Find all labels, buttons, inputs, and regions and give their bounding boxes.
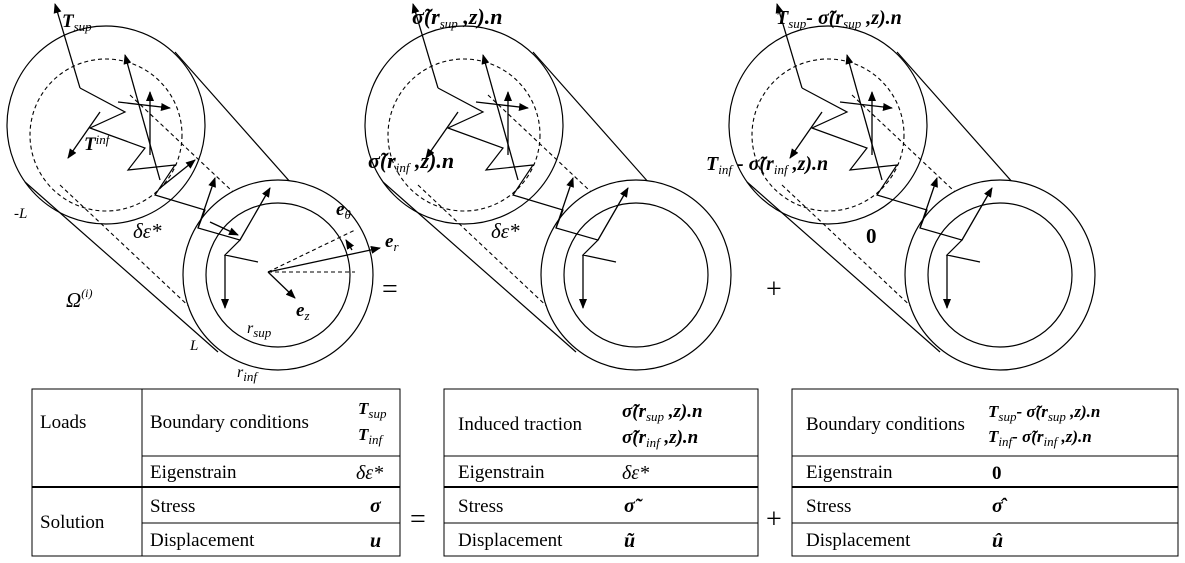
t-inf-label: Tinf [84,132,112,155]
svg-text:σ: σ [370,495,382,517]
svg-text:u: u [370,530,381,552]
back-outer-circle [6,25,206,225]
e-theta-arrow [345,239,355,251]
e-z-label: ez [296,300,310,323]
svg-text:δε*: δε* [622,462,649,484]
svg-text:σ̂: σ̂ [992,495,1008,517]
zero-label: 0 [866,224,877,248]
l-label: L [189,338,198,354]
loads-label: Loads [40,412,86,433]
front-outer-circle [182,179,374,371]
table-left: Loads Boundary conditions Tsup Tinf Eige… [31,388,401,557]
svg-text:Eigenstrain: Eigenstrain [806,462,893,483]
svg-text:Stress: Stress [806,496,851,517]
table-equals: = [410,504,426,535]
figure-equals: = [382,274,398,305]
back-inner-circle [29,58,183,212]
svg-text:σ̃(rsup ,z).n: σ̃(rsup ,z).n [622,401,703,424]
svg-text:0: 0 [992,463,1002,484]
diff-inf-label: Tinf - σ̃(rinf ,z).n [706,153,828,177]
svg-text:δε*: δε* [356,462,383,484]
r-sup-label: rsup [247,320,272,340]
svg-text:Solution: Solution [40,512,105,533]
svg-text:Eigenstrain: Eigenstrain [458,462,545,483]
front-inner-circle [205,202,351,348]
r-inf-label: rinf [237,364,259,384]
svg-text:Eigenstrain: Eigenstrain [150,462,237,483]
svg-text:σ̃(rinf ,z).n: σ̃(rinf ,z).n [622,427,698,450]
svg-text:Tinf- σ̃(rinf ,z).n: Tinf- σ̃(rinf ,z).n [988,427,1092,449]
svg-text:Displacement: Displacement [150,530,255,551]
svg-text:Induced traction: Induced traction [458,414,582,435]
induced-inf-label: σ̃(rinf ,z).n [368,148,454,175]
e-r-arrow [267,245,381,273]
svg-text:Stress: Stress [458,496,503,517]
eigenstrain-label-middle: δε* [491,219,520,243]
svg-text:Tsup- σ̃(rsup ,z).n: Tsup- σ̃(rsup ,z).n [988,402,1100,424]
svg-text:σ̃: σ̃ [624,495,644,517]
svg-text:û: û [992,530,1003,552]
svg-text:Tinf: Tinf [358,425,385,447]
eigenstrain-label: δε* [133,219,162,243]
diff-sup-label: Tsup- σ̃(rsup ,z).n [776,7,902,31]
cylinder-bottom-line [24,181,219,353]
figure-plus: + [766,274,782,305]
e-theta-label: eθ [336,199,351,222]
omega-label: Ω(i) [66,286,93,312]
t-sup-label: Tsup [62,11,92,34]
cylinder-middle: σ̃(rsup ,z).n σ̃(rinf ,z).n δε* [364,3,732,371]
table-right: Boundary conditions Tsup- σ̃(rsup ,z).n … [791,388,1179,557]
svg-text:Displacement: Displacement [806,530,911,551]
t-sup-arrow [53,3,81,89]
svg-text:Stress: Stress [150,496,195,517]
induced-sup-label: σ̃(rsup ,z).n [412,4,502,31]
boundary-label: Boundary conditions [150,412,309,433]
e-r-label: er [385,231,399,254]
svg-text:Displacement: Displacement [458,530,563,551]
table-middle: Induced traction σ̃(rsup ,z).n σ̃(rinf ,… [443,388,759,557]
table-plus: + [766,504,782,535]
svg-text:ũ: ũ [624,530,635,552]
svg-text:Boundary conditions: Boundary conditions [806,414,965,435]
cylinder-right: Tsup- σ̃(rsup ,z).n Tinf - σ̃(rinf ,z).n… [706,3,1096,371]
svg-text:Tsup: Tsup [358,399,387,421]
cylinder-left: Tsup Tinf -L δε* eθ er ez Ω(i) rsup L ri… [6,3,399,384]
minus-l-label: -L [14,206,27,222]
e-z-arrow [267,271,296,299]
